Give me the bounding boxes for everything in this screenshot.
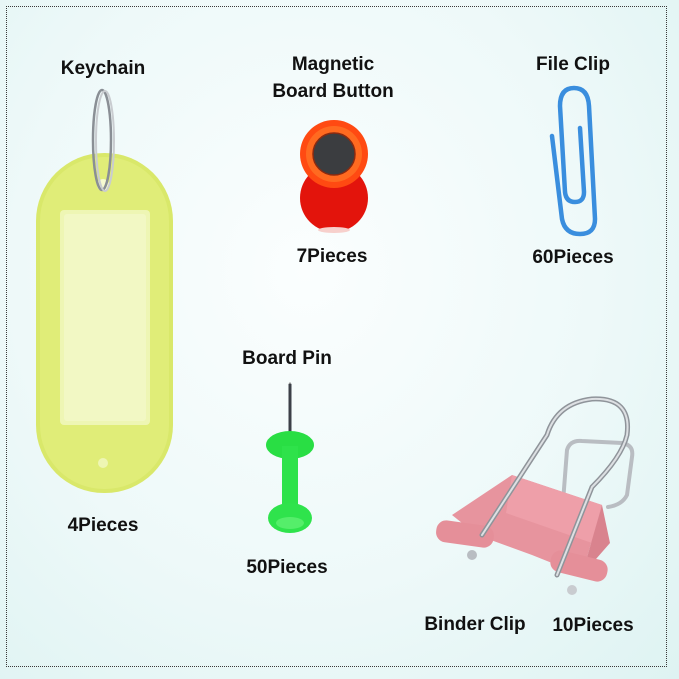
binder-clip-count: 10Pieces — [552, 615, 634, 636]
push-pin-icon — [266, 382, 314, 533]
board-pin-label: Board Pin — [242, 348, 332, 369]
binder-clip-image — [432, 395, 642, 595]
magnet-button-icon — [300, 120, 368, 233]
file-clip-count: 60Pieces — [532, 247, 614, 268]
magnetic-button-count: 7Pieces — [296, 246, 368, 267]
file-clip-image — [548, 84, 604, 238]
keychain-icon — [36, 88, 173, 493]
binder-clip-label: Binder Clip — [424, 614, 526, 635]
paper-clip-icon — [549, 85, 598, 237]
file-clip-label: File Clip — [536, 54, 610, 75]
magnetic-button-image — [296, 118, 372, 236]
binder-clip-icon — [436, 396, 635, 595]
board-pin-image — [262, 382, 318, 542]
keychain-image — [30, 85, 180, 495]
keychain-count: 4Pieces — [67, 515, 139, 536]
board-pin-count: 50Pieces — [246, 557, 328, 578]
magnetic-button-label-line1: Magnetic — [291, 54, 375, 75]
magnetic-button-label-line2: Board Button — [272, 81, 394, 102]
dotted-border-frame — [6, 6, 667, 667]
keychain-label: Keychain — [60, 58, 146, 79]
